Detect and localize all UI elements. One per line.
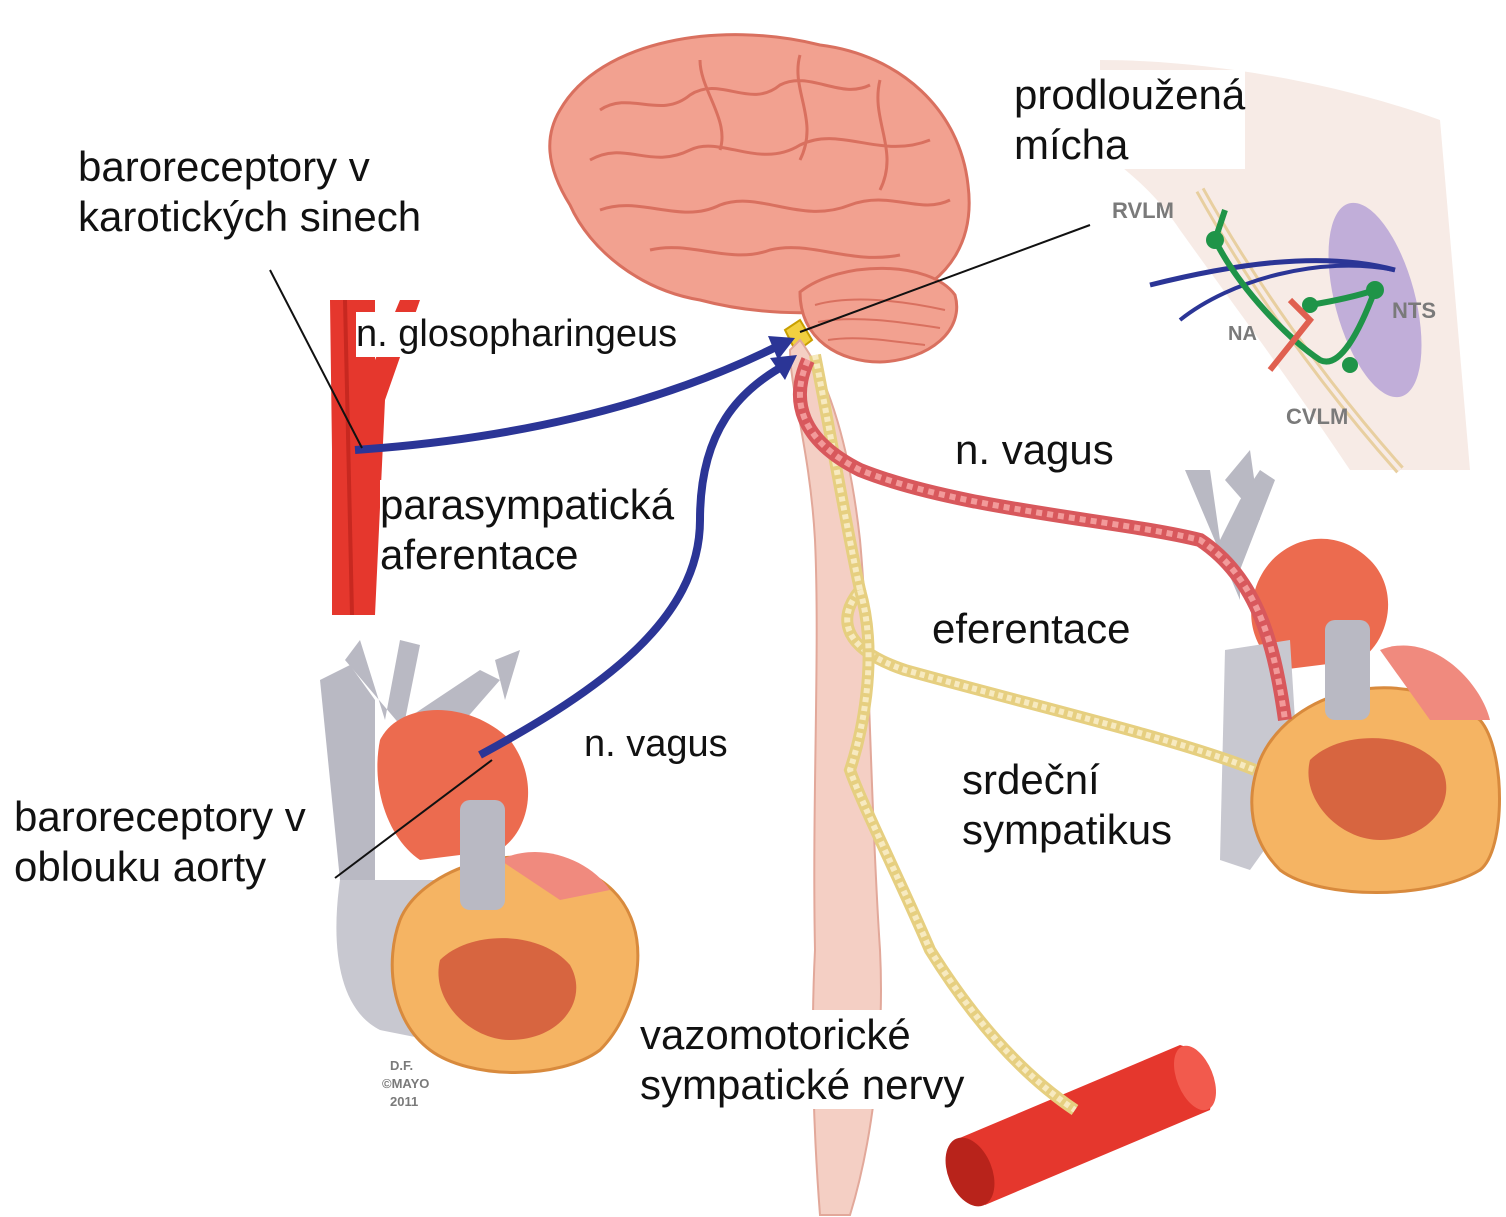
left-heart-icon	[320, 640, 638, 1073]
label-parasympathetic-afferent: parasympatická aferentace	[380, 480, 674, 579]
svg-text:©MAYO: ©MAYO	[382, 1076, 429, 1091]
label-glossopharyngeal: n. glosopharingeus	[356, 312, 677, 357]
label-vagus-efferent: n. vagus	[955, 425, 1114, 475]
inset-rvlm-label: RVLM	[1112, 198, 1174, 223]
svg-text:2011: 2011	[390, 1094, 418, 1109]
label-efferent: eferentace	[932, 604, 1130, 654]
inset-na-label: NA	[1228, 323, 1257, 345]
right-heart-icon	[1185, 450, 1500, 893]
label-vagus-afferent: n. vagus	[584, 722, 728, 767]
inset-nts-label: NTS	[1392, 298, 1436, 323]
svg-text:D.F.: D.F.	[390, 1058, 413, 1073]
label-baroreceptors-carotid: baroreceptory v karotických sinech	[78, 142, 421, 241]
label-medulla: prodloužená mícha	[1014, 70, 1245, 169]
inset-cvlm-label: CVLM	[1286, 404, 1348, 429]
blood-vessel-icon	[936, 1040, 1224, 1214]
signature: D.F. ©MAYO 2011	[382, 1058, 429, 1109]
label-baroreceptors-aorta: baroreceptory v oblouku aorty	[14, 792, 306, 891]
label-vasomotor-sympathetic: vazomotorické sympatické nervy	[640, 1010, 964, 1109]
label-cardiac-sympathetic: srdeční sympatikus	[962, 755, 1172, 854]
